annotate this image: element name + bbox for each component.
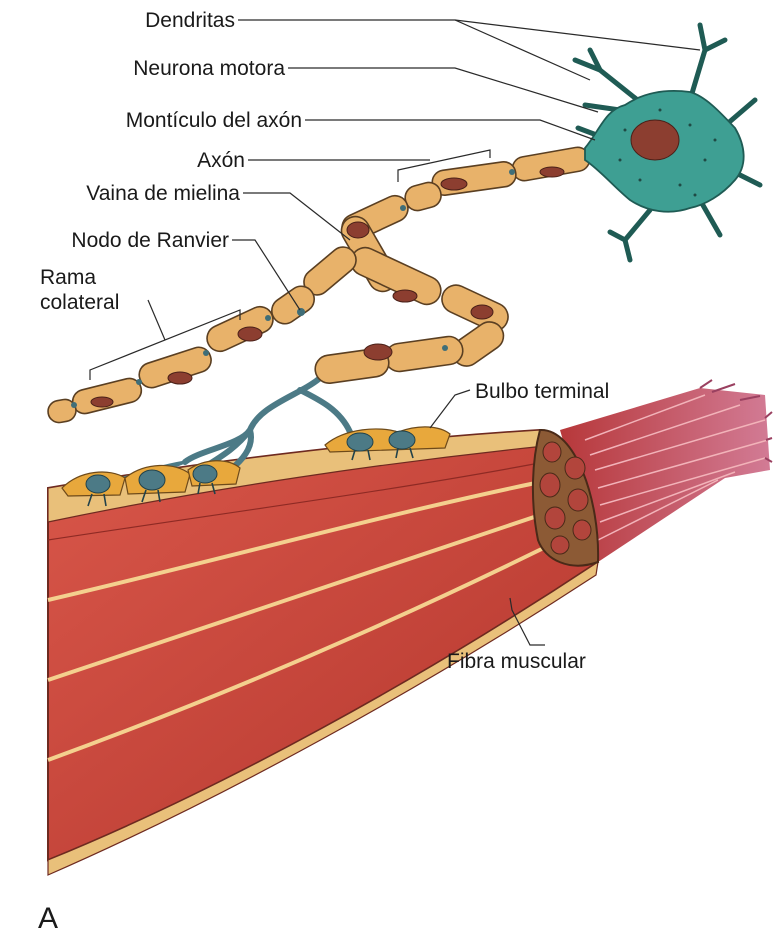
- neuron-nucleus: [631, 120, 679, 160]
- label-axon: Axón: [197, 149, 245, 172]
- label-nodo-de-ranvier: Nodo de Ranvier: [71, 229, 229, 252]
- label-monticulo-del-axon: Montículo del axón: [126, 109, 302, 132]
- label-neurona-motora: Neurona motora: [133, 57, 285, 80]
- label-dendritas: Dendritas: [145, 9, 235, 32]
- panel-letter: A: [38, 902, 58, 935]
- label-bulbo-terminal: Bulbo terminal: [475, 380, 609, 403]
- label-rama: Rama: [40, 266, 96, 289]
- motor-neuron: [575, 25, 760, 260]
- label-colateral: colateral: [40, 291, 119, 314]
- label-fibra-muscular: Fibra muscular: [447, 650, 586, 673]
- label-vaina-de-mielina: Vaina de mielina: [86, 182, 240, 205]
- muscle-fiber: [48, 380, 772, 875]
